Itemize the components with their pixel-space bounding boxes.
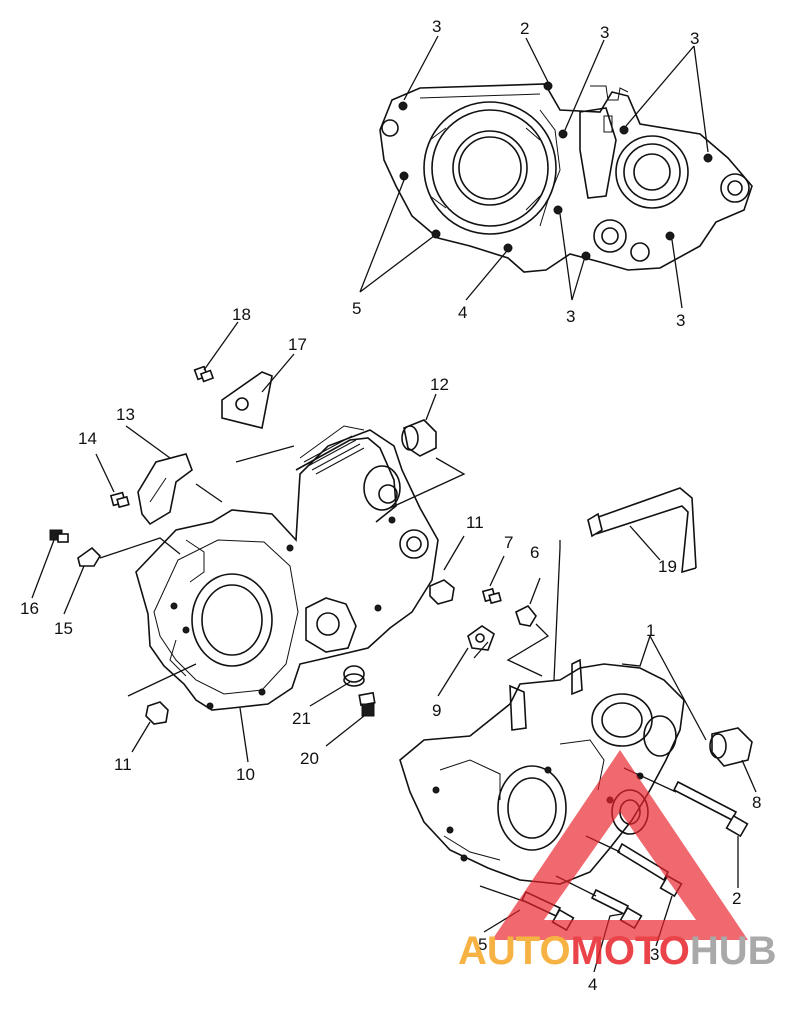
callout-6: 6 [530,543,539,562]
bracket-9 [467,625,495,651]
cover-fins [303,435,365,475]
leader-lines-top [359,35,709,309]
callout-14: 14 [78,429,97,448]
crankcase-cover [135,425,439,711]
watermark-auto: AUTO [458,929,571,973]
callout-20: 20 [300,749,319,768]
callout-16: 16 [20,599,39,618]
bolt-holes-top [398,81,713,261]
bushing-12 [401,419,437,457]
callout-5: 5 [478,935,487,954]
callout-21: 21 [292,709,311,728]
automotohub-watermark: AUTOMOTOHUB [458,750,777,973]
callout-1: 1 [646,621,655,640]
bushing-11-mid [429,579,455,605]
bolt-18 [193,365,215,383]
bolt-16 [49,529,69,543]
bolt-7 [481,587,502,605]
callout-5: 5 [352,299,361,318]
callout-19: 19 [658,557,677,576]
plug-21 [343,665,365,687]
watermark-moto: MOTO [571,929,690,973]
callout-12: 12 [430,375,449,394]
callout-4: 4 [588,975,597,994]
callout-3: 3 [676,311,685,330]
clip-15 [77,546,102,567]
callout-13: 13 [116,405,135,424]
hose-19 [587,487,697,574]
callout-18: 18 [232,305,251,324]
callout-7: 7 [504,533,513,552]
callout-15: 15 [54,619,73,638]
plate-17 [221,371,273,429]
callout-17: 17 [288,335,307,354]
bolt-2 [672,780,749,838]
gasket-13 [137,453,193,526]
callout-3: 3 [432,17,441,36]
callout-2: 2 [520,19,529,38]
warning-triangle-icon [492,750,748,940]
callout-11: 11 [114,755,132,774]
callout-11: 11 [466,513,484,532]
watermark-text: AUTOMOTOHUB [458,929,777,973]
bushing-8 [709,727,753,767]
bolt-14 [109,491,130,509]
crankcase-half-1 [399,658,685,885]
bushing-11-left [145,701,169,725]
clip-6 [515,604,537,627]
crankcase-top-view [379,81,753,273]
callout-3: 3 [566,307,575,326]
callout-4: 4 [458,303,467,322]
callout-numbers: 3 2 3 3 5 4 3 3 18 17 12 13 14 16 15 11 … [20,17,761,994]
plug-20 [358,691,376,717]
watermark-hub: HUB [690,929,777,973]
callout-3: 3 [690,29,699,48]
callout-3: 3 [650,945,659,964]
callout-8: 8 [752,793,761,812]
callout-2: 2 [732,889,741,908]
callout-3: 3 [600,23,609,42]
bolt-holes-cover [170,516,396,710]
leader-lines-left [31,321,661,763]
callout-9: 9 [432,701,441,720]
callout-10: 10 [236,765,255,784]
